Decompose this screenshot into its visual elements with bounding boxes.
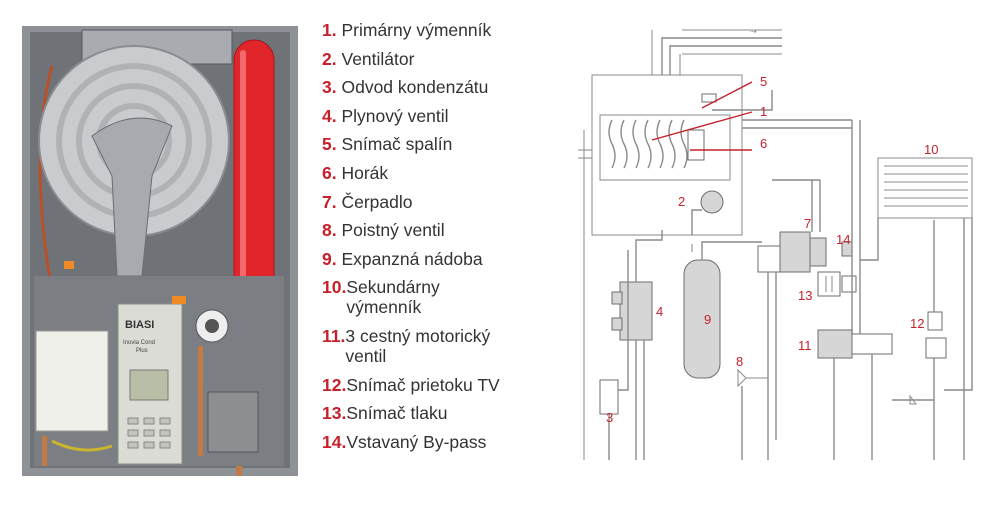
callout-3: 3 [606,410,613,425]
legend-item: 7. Čerpadlo [322,191,413,212]
legend-item: 14.Vstavaný By-pass [322,431,487,452]
legend-label: Snímač tlaku [346,403,448,424]
callout-2: 2 [678,194,685,209]
callout-1: 1 [760,104,767,119]
pipe-fitting-inner [205,319,219,333]
leader-5 [701,81,753,109]
combustion-chamber [591,74,743,236]
orange-connector [64,261,74,269]
three-way-valve-symbol [817,329,893,359]
callout-6: 6 [760,136,767,151]
callout-9: 9 [704,312,711,327]
gas-valve [207,391,259,453]
callout-14: 14 [836,232,850,247]
flow-arrow-icon: ⇢ [750,27,757,36]
component-legend: 1. Primárny výmenník 2. Ventilátor 3. Od… [322,20,552,460]
flue-outlet: ⇢ [651,27,782,75]
copper-pipe [236,466,242,476]
legend-label: Horák [341,162,389,183]
legend-label: Plynový ventil [341,105,449,126]
copper-pipe [198,346,203,456]
model-label: Inovia Cond [123,340,155,346]
orange-connector [172,296,186,304]
primary-exchanger-coil [608,119,688,169]
callout-5: 5 [760,74,767,89]
electronics-box [35,330,109,432]
pressure-sensor-symbol [817,271,857,297]
expansion-vessel-symbol [683,259,721,379]
condensate-trap [599,379,619,415]
lcd-display [129,369,169,401]
secondary-exchanger [877,157,973,219]
safety-valve-symbol [737,368,768,388]
legend-label: Snímač prietoku TV [346,374,500,395]
legend-item: 6. Horák [322,162,389,183]
legend-item: 8. Poistný ventil [322,220,445,241]
legend-item: 13.Snímač tlaku [322,403,448,424]
legend-item: 12.Snímač prietoku TV [322,374,500,395]
legend-label: Expanzná nádoba [341,248,483,269]
callout-12: 12 [910,316,924,331]
flow-sensor-symbol [925,311,947,359]
legend-item: 2. Ventilátor [322,48,415,69]
chamber-inner [599,114,731,181]
earth-wire [51,439,113,452]
legend-item: 9. Expanzná nádoba [322,248,483,269]
model-label-plus: Plus [136,348,148,354]
gas-valve-port [611,317,623,331]
legend-item: 1. Primárny výmenník [322,20,492,40]
gas-valve-block [619,281,653,341]
legend-item: 3. Odvod kondenzátu [322,77,489,98]
legend-item: 5. Snímač spalín [322,134,453,155]
pump-symbol [757,231,827,273]
gas-valve-port [611,291,623,305]
fan [700,190,724,214]
leader-1 [651,111,753,141]
callout-13: 13 [798,288,812,303]
boiler-photo: BIASI Inovia Cond Plus [22,26,298,476]
callout-10: 10 [924,142,938,157]
burner [687,129,705,161]
legend-item: 4. Plynový ventil [322,105,449,126]
callout-4: 4 [656,304,663,319]
legend-label: Poistný ventil [341,220,445,241]
expansion-vessel-highlight [240,50,246,300]
callout-7: 7 [804,216,811,231]
copper-pipe [42,436,47,466]
legend-label: Vstavaný By-pass [346,431,487,452]
legend-label: Snímač spalín [341,134,453,155]
flue-sensor [701,93,717,103]
legend-label: Primárny výmenník [341,20,492,40]
hydraulic-schematic: ⇢ [578,27,973,460]
legend-label: Odvod kondenzátu [341,77,489,98]
callout-11: 11 [798,338,812,353]
callout-8: 8 [736,354,743,369]
control-buttons[interactable] [127,417,171,449]
legend-label: Čerpadlo [341,191,413,212]
brand-logo: BIASI [125,319,154,331]
legend-label: Ventilátor [341,48,415,69]
